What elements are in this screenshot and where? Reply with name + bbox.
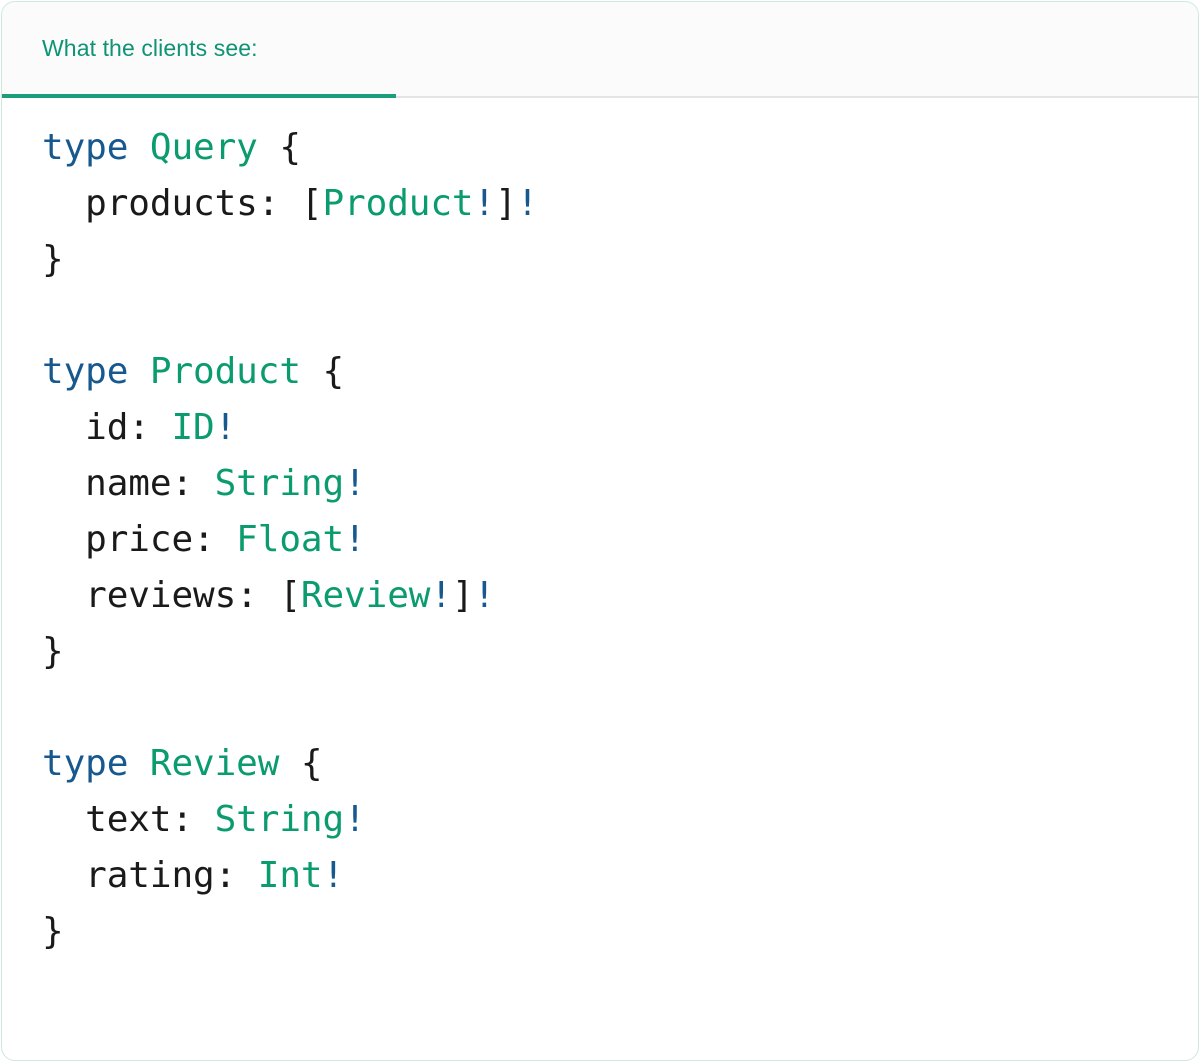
code-token [193, 463, 215, 504]
code-token: [ [279, 183, 323, 224]
code-area: type Query { products: [Product!]! } typ… [2, 98, 1198, 960]
code-token: ! [344, 519, 366, 560]
code-token [128, 351, 150, 392]
code-token: Float [236, 519, 345, 560]
code-token: rating: [42, 855, 237, 896]
code-token: } [42, 911, 64, 952]
code-token: ! [430, 575, 452, 616]
code-token: Product [149, 351, 301, 392]
code-token: ! [214, 407, 237, 448]
code-token: Product [322, 183, 474, 224]
code-token: [ [257, 575, 301, 616]
code-token [215, 519, 237, 560]
code-token: ! [344, 799, 366, 840]
code-token: } [42, 631, 64, 672]
code-token: products: [42, 183, 280, 224]
tab-label: What the clients see: [42, 34, 258, 61]
code-token: ] [495, 183, 517, 224]
code-token: Int [257, 855, 323, 896]
code-token: ! [473, 575, 496, 616]
code-token: ! [516, 183, 539, 224]
code-token: ! [473, 183, 496, 224]
code-token: { [257, 127, 301, 168]
code-token: { [279, 743, 323, 784]
code-token [128, 127, 150, 168]
code-token: { [300, 351, 345, 392]
code-token: price: [42, 519, 215, 560]
code-token [150, 407, 172, 448]
code-token [193, 799, 215, 840]
code-token: ! [322, 855, 345, 896]
code-token: type [42, 743, 129, 784]
code-token: reviews: [42, 575, 258, 616]
code-token [128, 743, 150, 784]
code-token: Review [149, 743, 280, 784]
graphql-schema-code[interactable]: type Query { products: [Product!]! } typ… [2, 120, 1198, 960]
tab-strip: What the clients see: [2, 2, 1198, 98]
code-token: id: [42, 407, 150, 448]
tab-what-the-clients-see[interactable]: What the clients see: [2, 2, 396, 98]
code-token: type [42, 351, 129, 392]
code-token: ] [451, 575, 474, 616]
code-token: text: [42, 799, 194, 840]
code-token: type [42, 127, 129, 168]
code-token: Review [300, 575, 431, 616]
code-token: } [42, 239, 64, 280]
code-token: String [214, 799, 345, 840]
code-token: ID [171, 407, 215, 448]
code-token: String [214, 463, 345, 504]
code-token: Query [149, 127, 258, 168]
code-token [236, 855, 258, 896]
code-token: ! [344, 463, 366, 504]
code-token: name: [42, 463, 194, 504]
